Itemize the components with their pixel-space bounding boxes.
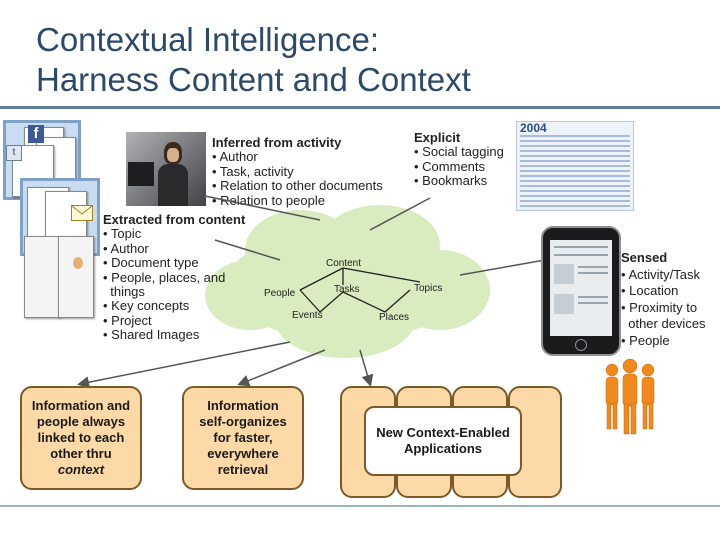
graph-node-tasks: Tasks xyxy=(334,284,360,295)
context-enabled-apps-box: New Context-Enabled Applications xyxy=(364,406,522,476)
graph-node-events: Events xyxy=(292,310,323,321)
tag-cloud-words xyxy=(520,135,630,210)
extracted-item: • Document type xyxy=(103,255,199,271)
connector-arrows xyxy=(77,195,546,389)
box1-line: linked to each xyxy=(37,430,125,445)
extracted-item: • Key concepts xyxy=(103,298,190,314)
explicit-heading: Explicit xyxy=(414,130,461,145)
mail-icon xyxy=(71,205,93,221)
sensed-item: • Activity/Task xyxy=(621,266,700,282)
extracted-item: • Topic xyxy=(103,226,142,242)
sensed-item: • Location xyxy=(621,283,679,299)
person-at-computer-photo xyxy=(126,132,206,206)
sensed-item: • People xyxy=(621,332,670,348)
title-line-2: Harness Content and Context xyxy=(36,61,471,98)
extracted-item: things xyxy=(103,284,145,300)
info-self-organizes-box: Information self-organizes for faster, e… xyxy=(182,386,304,490)
sensed-heading: Sensed xyxy=(621,250,668,265)
facebook-icon: f xyxy=(28,125,44,143)
graph-node-places: Places xyxy=(379,312,410,323)
extracted-item: • Project xyxy=(103,312,152,328)
document-photo xyxy=(73,257,83,269)
explicit-section: Explicit • Social tagging • Comments • B… xyxy=(414,130,504,189)
content-cloud xyxy=(205,205,490,358)
box1-line: other thru xyxy=(50,446,112,461)
inferred-item: • Task, activity xyxy=(212,163,294,179)
tag-cloud-image: 2004 xyxy=(516,121,634,211)
home-button xyxy=(575,339,587,351)
sensed-item: other devices xyxy=(621,316,706,332)
extracted-heading: Extracted from content xyxy=(103,212,246,227)
explicit-item: • Bookmarks xyxy=(414,173,488,189)
box2-line: retrieval xyxy=(217,462,269,477)
explicit-item: • Comments xyxy=(414,158,486,174)
title-underline xyxy=(0,106,720,109)
social-icon: t xyxy=(6,145,22,161)
extracted-section: Extracted from content • Topic • Author … xyxy=(103,212,246,343)
document-page-left xyxy=(24,236,60,318)
extracted-item: • Author xyxy=(103,240,149,256)
document-page-right xyxy=(58,236,94,318)
info-people-linked-box: Information and people always linked to … xyxy=(20,386,142,490)
box2-line: for faster, xyxy=(213,430,273,445)
graph-node-topics: Topics xyxy=(414,283,443,294)
inferred-heading: Inferred from activity xyxy=(212,135,342,150)
smartphone-image xyxy=(541,226,621,356)
explicit-item: • Social tagging xyxy=(414,144,504,160)
graph-node-content: Content xyxy=(326,258,362,269)
inferred-item: • Relation to other documents xyxy=(212,178,383,194)
box2-line: self-organizes xyxy=(199,414,287,429)
footer-rule xyxy=(0,505,720,507)
people-group-icon xyxy=(605,358,655,435)
slide-title: Contextual Intelligence: Harness Content… xyxy=(36,20,471,100)
extracted-item: • Shared Images xyxy=(103,327,200,343)
tag-cloud-year: 2004 xyxy=(520,121,547,135)
graph-edges xyxy=(299,267,421,313)
title-line-1: Contextual Intelligence: xyxy=(36,21,380,58)
graph-node-people: People xyxy=(264,288,296,299)
sensed-section: Sensed • Activity/Task • Location • Prox… xyxy=(621,250,706,350)
box2-line: everywhere xyxy=(207,446,279,461)
box3-line: New Context-Enabled xyxy=(376,425,510,440)
inferred-item: • Author xyxy=(212,149,258,165)
box1-line: context xyxy=(57,462,105,477)
smartphone-screen xyxy=(550,240,612,336)
extracted-item: • People, places, and xyxy=(103,269,226,285)
sensed-item: • Proximity to xyxy=(621,299,698,315)
box3-line: Applications xyxy=(403,441,482,456)
box1-line: people always xyxy=(36,414,126,429)
box1-line: Information and xyxy=(31,398,131,413)
box2-line: Information xyxy=(207,398,279,413)
